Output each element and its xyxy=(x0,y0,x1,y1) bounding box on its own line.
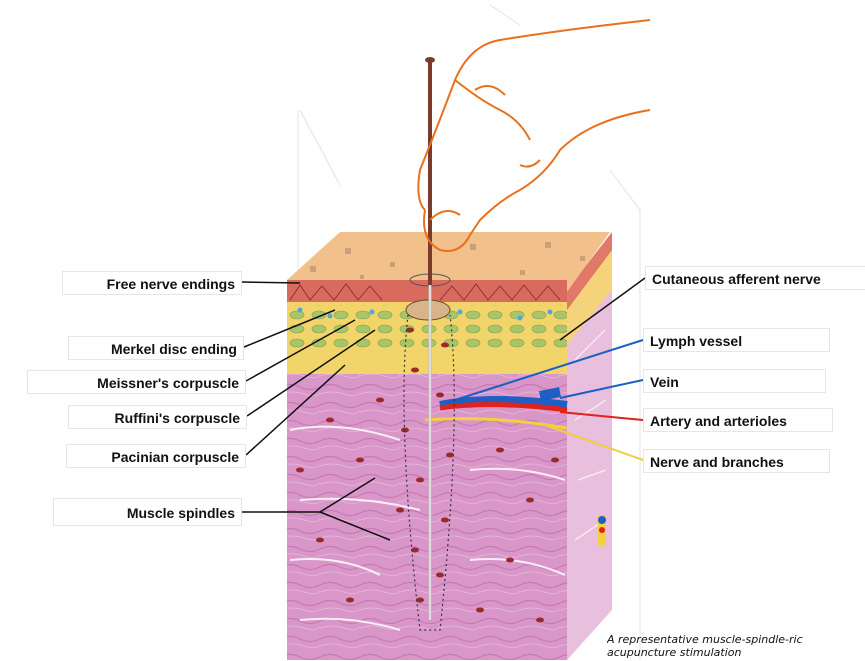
label-ruffinis-corpuscle: Ruffini's corpuscle xyxy=(68,405,247,429)
label-pacinian-corpuscle: Pacinian corpuscle xyxy=(66,444,246,468)
spindle-marker xyxy=(441,343,449,348)
spindle-marker xyxy=(526,498,534,503)
spindle-marker xyxy=(326,418,334,423)
spindle-marker xyxy=(436,393,444,398)
spindle-marker xyxy=(536,618,544,623)
label-muscle-spindles: Muscle spindles xyxy=(53,498,242,526)
spindle-marker xyxy=(506,558,514,563)
spindle-marker xyxy=(406,328,414,333)
spindle-marker xyxy=(356,458,364,463)
spindle-marker xyxy=(416,478,424,483)
label-meissners-corpuscle: Meissner's corpuscle xyxy=(27,370,246,394)
spindle-marker xyxy=(476,608,484,613)
label-cutaneous-afferent-nerve: Cutaneous afferent nerve xyxy=(645,266,865,290)
label-vein: Vein xyxy=(643,369,826,393)
label-artery-and-arterioles: Artery and arterioles xyxy=(643,408,833,432)
spindle-marker xyxy=(316,538,324,543)
spindle-marker xyxy=(296,468,304,473)
caption-line-1: A representative muscle-spindle-ric xyxy=(607,633,865,646)
figure-caption: A representative muscle-spindle-ric acup… xyxy=(607,633,865,659)
label-lymph-vessel: Lymph vessel xyxy=(643,328,830,352)
spindle-marker xyxy=(376,398,384,403)
insertion-disc xyxy=(406,300,450,320)
hand-outline xyxy=(418,20,650,251)
spindle-marker xyxy=(551,458,559,463)
spindle-marker xyxy=(436,573,444,578)
caption-line-2: acupuncture stimulation xyxy=(607,646,865,659)
label-nerve-and-branches: Nerve and branches xyxy=(643,449,830,473)
epidermis-layer xyxy=(287,280,567,302)
spindle-marker xyxy=(346,598,354,603)
spindle-marker xyxy=(396,508,404,513)
label-merkel-disc-ending: Merkel disc ending xyxy=(68,336,244,360)
spindle-marker xyxy=(441,518,449,523)
label-free-nerve-endings: Free nerve endings xyxy=(62,271,242,295)
spindle-marker xyxy=(496,448,504,453)
spindle-marker xyxy=(411,368,419,373)
